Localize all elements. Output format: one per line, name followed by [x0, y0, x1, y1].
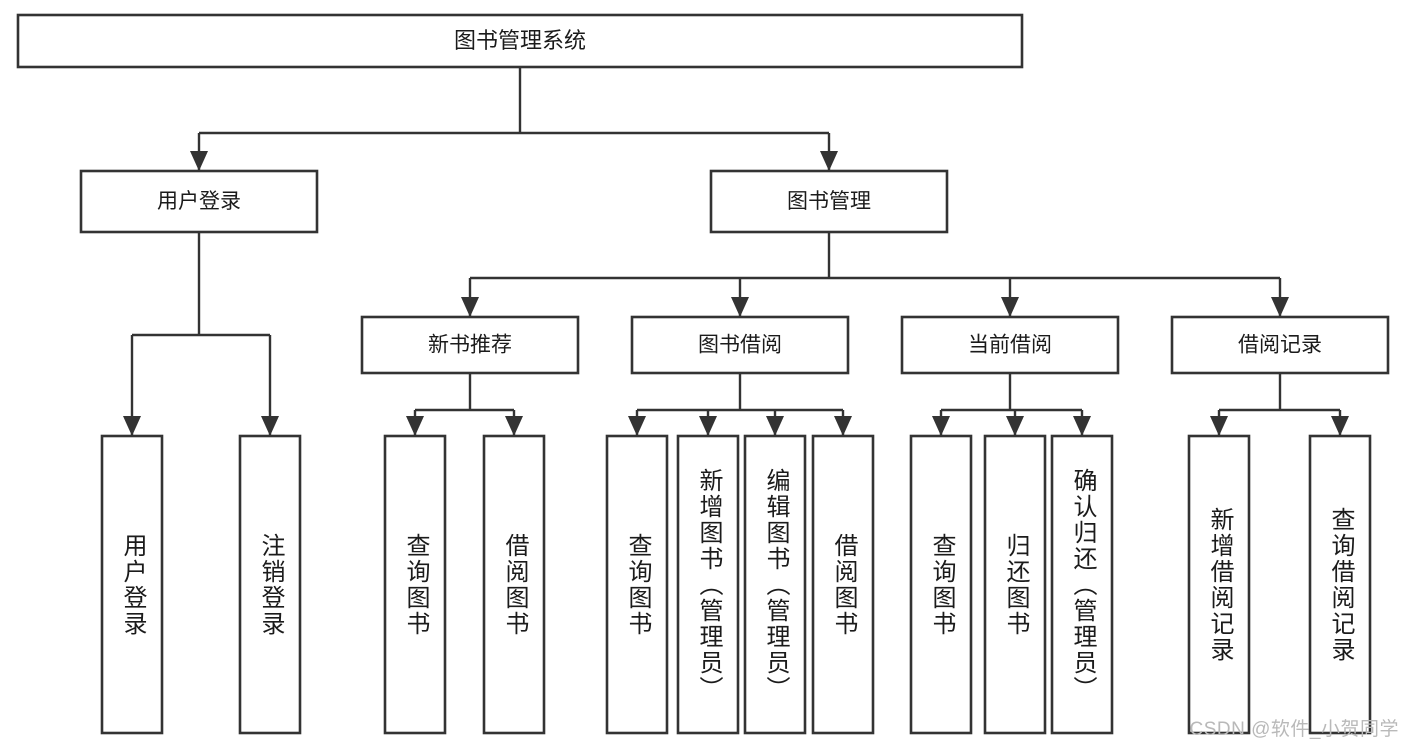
arrow-head-icon [261, 416, 279, 436]
node-box-level2-0[interactable] [79, 169, 319, 234]
connector-lines [123, 67, 1349, 436]
node-box-level3-3[interactable] [1170, 315, 1390, 375]
node-box-leaf-4[interactable] [605, 434, 669, 735]
node-label-level3-0: 新书推荐 [428, 334, 512, 357]
node-box-leaf-11[interactable] [1187, 434, 1251, 735]
arrow-head-icon [932, 416, 950, 436]
node-boxes [16, 13, 1390, 735]
node-box-leaf-3[interactable] [482, 434, 546, 735]
arrow-head-icon [1331, 416, 1349, 436]
node-box-level3-2[interactable] [900, 315, 1120, 375]
node-label-level2-0: 用户登录 [157, 190, 241, 213]
node-box-leaf-2[interactable] [383, 434, 447, 735]
node-label-root: 图书管理系统 [454, 28, 586, 53]
arrow-head-icon [123, 416, 141, 436]
arrow-head-icon [1073, 416, 1091, 436]
node-box-root[interactable] [16, 13, 1024, 69]
arrow-head-icon [1271, 297, 1289, 317]
arrow-head-icon [820, 151, 838, 171]
node-label-level3-3: 借阅记录 [1238, 334, 1322, 357]
node-box-leaf-12[interactable] [1308, 434, 1372, 735]
node-box-leaf-10[interactable] [1050, 434, 1114, 735]
node-box-leaf-0[interactable] [100, 434, 164, 735]
arrow-head-icon [505, 416, 523, 436]
arrow-head-icon [699, 416, 717, 436]
node-box-level3-1[interactable] [630, 315, 850, 375]
node-label-level3-1: 图书借阅 [698, 334, 782, 357]
node-box-leaf-9[interactable] [983, 434, 1047, 735]
arrow-head-icon [461, 297, 479, 317]
arrow-head-icon [766, 416, 784, 436]
csdn-watermark: CSDN @软件_小贺同学 [1189, 719, 1399, 740]
node-box-leaf-5[interactable] [676, 434, 740, 735]
node-label-level3-2: 当前借阅 [968, 334, 1052, 357]
node-box-level3-0[interactable] [360, 315, 580, 375]
arrow-head-icon [628, 416, 646, 436]
node-box-leaf-8[interactable] [909, 434, 973, 735]
node-box-leaf-6[interactable] [743, 434, 807, 735]
arrow-head-icon [834, 416, 852, 436]
node-box-leaf-7[interactable] [811, 434, 875, 735]
node-box-leaf-1[interactable] [238, 434, 302, 735]
arrow-head-icon [1210, 416, 1228, 436]
arrow-head-icon [1006, 416, 1024, 436]
arrow-head-icon [731, 297, 749, 317]
arrow-head-icon [406, 416, 424, 436]
arrow-head-icon [190, 151, 208, 171]
node-label-level2-1: 图书管理 [787, 190, 871, 213]
node-box-level2-1[interactable] [709, 169, 949, 234]
arrow-head-icon [1001, 297, 1019, 317]
